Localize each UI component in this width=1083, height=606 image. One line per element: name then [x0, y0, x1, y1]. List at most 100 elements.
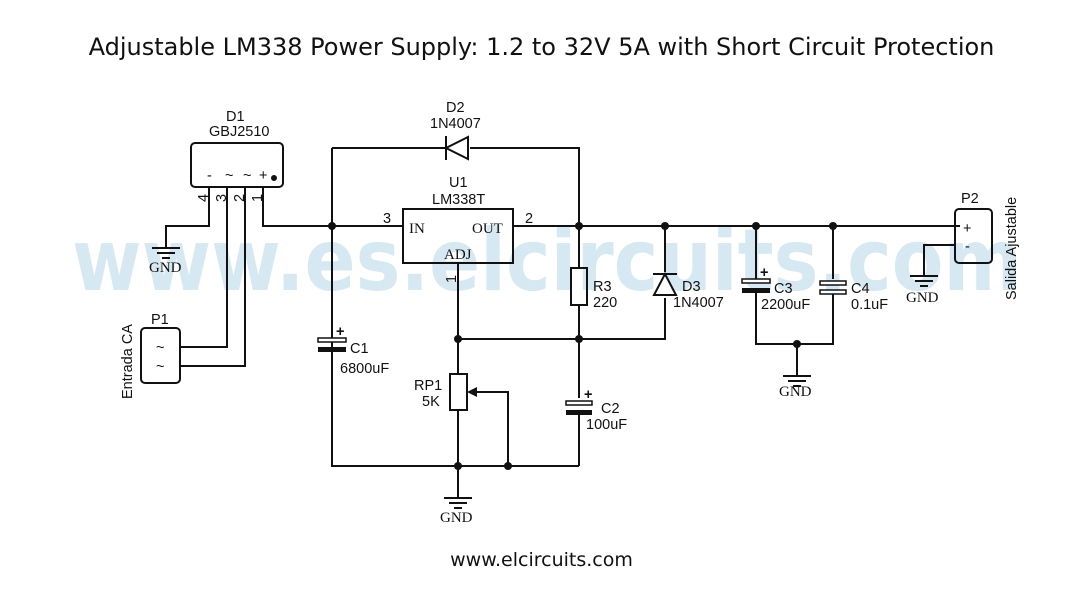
- u1-pin-adj: ADJ: [444, 247, 472, 263]
- d3-value: 1N4007: [673, 295, 724, 311]
- d2-value: 1N4007: [430, 116, 481, 132]
- p2-ref: P2: [961, 191, 979, 207]
- resistor-r3: R3 220: [570, 267, 617, 311]
- d1-pin4: 4: [196, 194, 212, 202]
- d1-mark-plus: +: [259, 168, 267, 184]
- p2-pin-minus: -: [965, 239, 970, 255]
- p1-pin-ac2: ~: [156, 359, 164, 375]
- c2-value: 100uF: [586, 417, 627, 433]
- c3-ref: C3: [774, 281, 793, 297]
- rp1-value: 5K: [422, 394, 440, 410]
- gnd-symbol-d1: GND: [149, 247, 182, 276]
- connector-p1: P1 ~ ~ Entrada CA: [120, 312, 181, 399]
- u1-body: [402, 208, 514, 264]
- d2-wire: [332, 147, 580, 226]
- d1-neg-wire: [165, 187, 210, 248]
- watermark: www.es.elcircuits.com: [72, 211, 1022, 311]
- diode-icon: [652, 271, 678, 296]
- u1-pin-in-num: 3: [383, 211, 391, 227]
- c2-neg-plate: [566, 410, 592, 415]
- r3-ref: R3: [593, 279, 612, 295]
- junction-dot: [454, 462, 462, 470]
- capacitor-icon: [565, 400, 593, 406]
- u1-pin-out: OUT: [472, 221, 503, 237]
- d1-pin2: 2: [232, 194, 248, 202]
- resistor-icon: [570, 267, 588, 306]
- gnd-label: GND: [779, 384, 812, 400]
- gnd-label: GND: [440, 510, 473, 526]
- d3-ref: D3: [682, 279, 701, 295]
- connector-p2: P2 + - Salida Ajustable: [923, 191, 1020, 300]
- d1-pin1: 1: [250, 194, 266, 202]
- c3-c4-wire: [755, 226, 834, 345]
- d1-ac1-wire: [180, 187, 228, 348]
- junction-dot: [575, 222, 583, 230]
- c2-polarity: +: [584, 387, 592, 403]
- capacitor-icon: [317, 337, 347, 343]
- c2-ref: C2: [601, 401, 620, 417]
- diagram-title: Adjustable LM338 Power Supply: 1.2 to 32…: [88, 33, 995, 61]
- diode-d2: D2 1N4007: [430, 100, 481, 161]
- capacitor-c1: + C1 6800uF: [317, 324, 389, 377]
- wiper-arrow-icon: [467, 387, 477, 397]
- d1-value: GBJ2510: [209, 124, 269, 140]
- junction-dot: [661, 222, 669, 230]
- junction-dot: [504, 462, 512, 470]
- ground-icon: [783, 375, 811, 387]
- d1-pin3: 3: [214, 194, 230, 202]
- c1-value: 6800uF: [340, 361, 389, 377]
- diode-d3: D3 1N4007: [652, 271, 724, 311]
- gnd-symbol-c3-c4: GND: [779, 375, 812, 400]
- u1-pin-out-num: 2: [525, 211, 533, 227]
- capacitor-c4: C4 0.1uF: [819, 280, 888, 313]
- gnd-label: GND: [906, 290, 939, 306]
- c1-polarity: +: [336, 324, 344, 340]
- junction-dot: [575, 335, 583, 343]
- diode-icon: [443, 135, 469, 161]
- d1-ac2-wire: [180, 187, 246, 367]
- p1-label: Entrada CA: [120, 324, 136, 399]
- u1-pin-in: IN: [409, 221, 425, 237]
- d1-mark-ac1: ~: [225, 168, 233, 184]
- bridge-rectifier-d1: D1 GBJ2510 - ~ ~ + 4 3 2 1: [165, 109, 332, 367]
- regulator-u1: U1 LM338T IN OUT ADJ 3 2 1: [383, 175, 533, 283]
- rp1-ref: RP1: [414, 378, 442, 394]
- capacitor-c2: + C2 100uF: [565, 387, 627, 433]
- p2-pin-plus: +: [963, 221, 971, 237]
- p2-label: Salida Ajustable: [1004, 197, 1020, 300]
- c3-polarity: +: [760, 265, 768, 281]
- adj-node-wire: [458, 226, 666, 340]
- c4-value: 0.1uF: [851, 297, 888, 313]
- footer-url: www.elcircuits.com: [450, 549, 633, 571]
- d1-ref: D1: [226, 109, 245, 125]
- c3-value: 2200uF: [761, 297, 810, 313]
- c4-ref: C4: [851, 281, 870, 297]
- c4-plate: [819, 289, 847, 295]
- p2-body: [954, 208, 993, 264]
- junction-dot: [328, 222, 336, 230]
- u1-value: LM338T: [432, 192, 485, 208]
- ground-icon: [910, 275, 938, 287]
- d1-pin1-indicator: [271, 175, 277, 181]
- gnd-symbol-p2: GND: [906, 275, 939, 306]
- d2-ref: D2: [446, 100, 465, 116]
- u1-pin-adj-num: 1: [444, 275, 460, 283]
- c1-ref: C1: [350, 341, 369, 357]
- d1-mark-minus: -: [207, 168, 212, 184]
- ground-icon: [444, 497, 472, 509]
- rp1-wiper-wire: [474, 391, 509, 466]
- ground-icon: [152, 247, 180, 259]
- c3-neg-plate: [742, 288, 770, 293]
- gnd-symbol-rp1: GND: [440, 497, 473, 526]
- gnd-label: GND: [149, 260, 182, 276]
- u1-ref: U1: [449, 175, 468, 191]
- potentiometer-rp1: RP1 5K: [414, 373, 477, 411]
- potentiometer-icon: [449, 373, 468, 411]
- d1-pos-wire: [262, 187, 332, 227]
- capacitor-icon: [819, 280, 847, 286]
- d1-mark-ac2: ~: [243, 168, 251, 184]
- p1-body: [140, 327, 181, 384]
- p1-pin-ac1: ~: [156, 340, 164, 356]
- junction-dot: [454, 335, 462, 343]
